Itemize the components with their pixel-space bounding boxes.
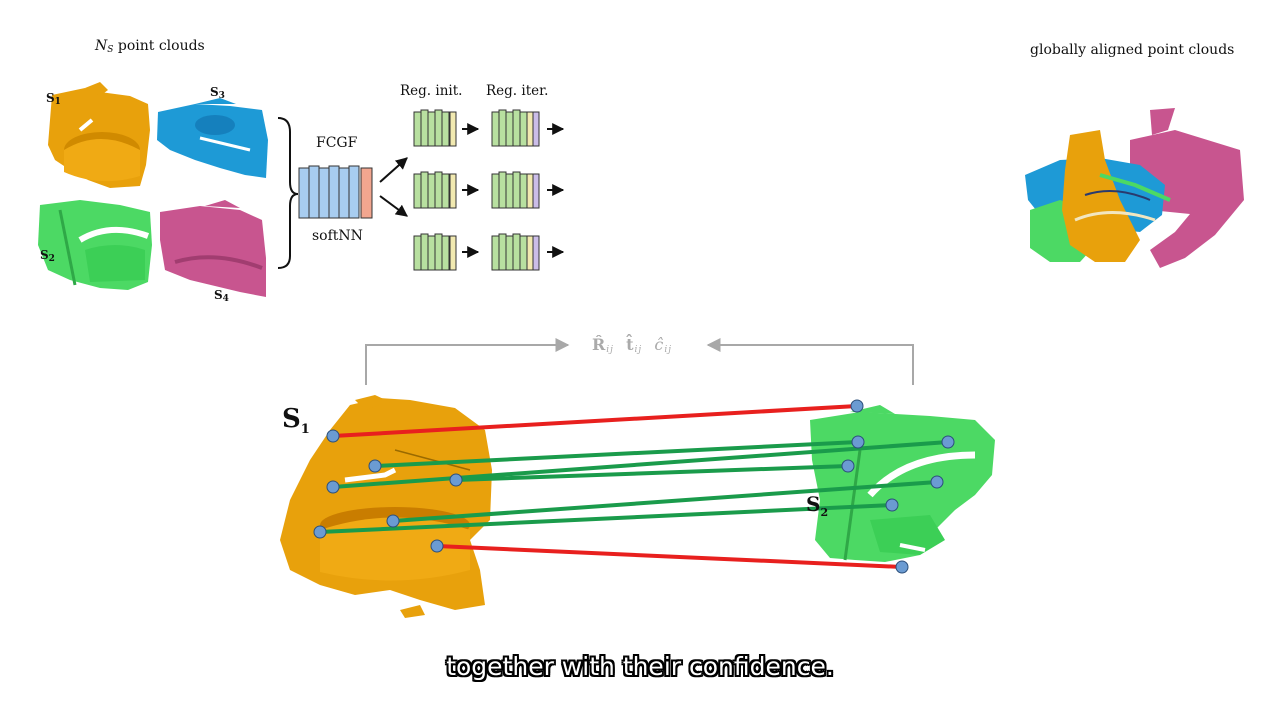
keypoint <box>449 473 463 487</box>
correspondence-lines <box>319 404 949 569</box>
inlier-line-2 <box>332 440 949 489</box>
loop-label-estimates: R̂ij t̂ij ĉij <box>592 335 673 355</box>
subtitle-caption: together with their confidence. <box>446 652 834 681</box>
label-s1-large: S1 <box>282 404 310 438</box>
inlier-line-4 <box>392 480 938 523</box>
keypoint <box>326 480 340 494</box>
keypoint <box>851 435 865 449</box>
label-reg-iter: Reg. iter. <box>486 83 549 99</box>
keypoint <box>895 560 909 574</box>
fcgf-arrow-down <box>379 195 408 217</box>
keypoint <box>850 399 864 413</box>
label-s2-large: S2 <box>806 492 829 519</box>
inlier-line-5 <box>319 503 893 534</box>
reg-iter-block-1 <box>491 109 540 147</box>
keypoint <box>368 459 382 473</box>
aligned-point-cloud <box>1025 108 1244 268</box>
label-fcgf: FCGF <box>316 135 358 151</box>
keypoint <box>941 435 955 449</box>
reg-init-block-1 <box>413 109 457 147</box>
header-point-clouds: NS point clouds <box>95 38 205 55</box>
keypoint <box>930 475 944 489</box>
reg-iter-block-3 <box>491 233 540 271</box>
reg-init-block-2 <box>413 171 457 209</box>
inlier-line-1 <box>374 440 859 468</box>
reg-init-block-3 <box>413 233 457 271</box>
scan-s4-thumbnail <box>160 200 266 297</box>
header-globally-aligned: globally aligned point clouds <box>1030 42 1235 58</box>
keypoint <box>386 514 400 528</box>
label-s2-small: S2 <box>40 248 55 264</box>
keypoint <box>430 539 444 553</box>
grouping-brace <box>277 117 299 269</box>
label-s1-small: S1 <box>46 91 61 107</box>
label-softnn: softNN <box>312 228 363 244</box>
inlier-line-3 <box>455 464 849 482</box>
fcgf-arrow-up <box>379 157 408 183</box>
registration-rows <box>413 109 565 271</box>
label-s3-small: S3 <box>210 85 225 101</box>
outlier-line-2 <box>436 544 903 569</box>
keypoints <box>313 399 955 574</box>
large-scan-s1 <box>280 395 492 618</box>
outlier-line-1 <box>332 404 858 438</box>
label-reg-init: Reg. init. <box>400 83 463 99</box>
reg-iter-block-2 <box>491 171 540 209</box>
scan-s2-thumbnail <box>38 200 152 290</box>
keypoint <box>841 459 855 473</box>
scan-s1-thumbnail <box>48 82 150 188</box>
scan-s3-thumbnail <box>157 98 268 178</box>
label-s4-small: S4 <box>214 288 229 304</box>
keypoint <box>326 429 340 443</box>
fcgf-network-block <box>298 165 373 219</box>
keypoint <box>885 498 899 512</box>
feedback-loop <box>365 338 914 385</box>
keypoint <box>313 525 327 539</box>
